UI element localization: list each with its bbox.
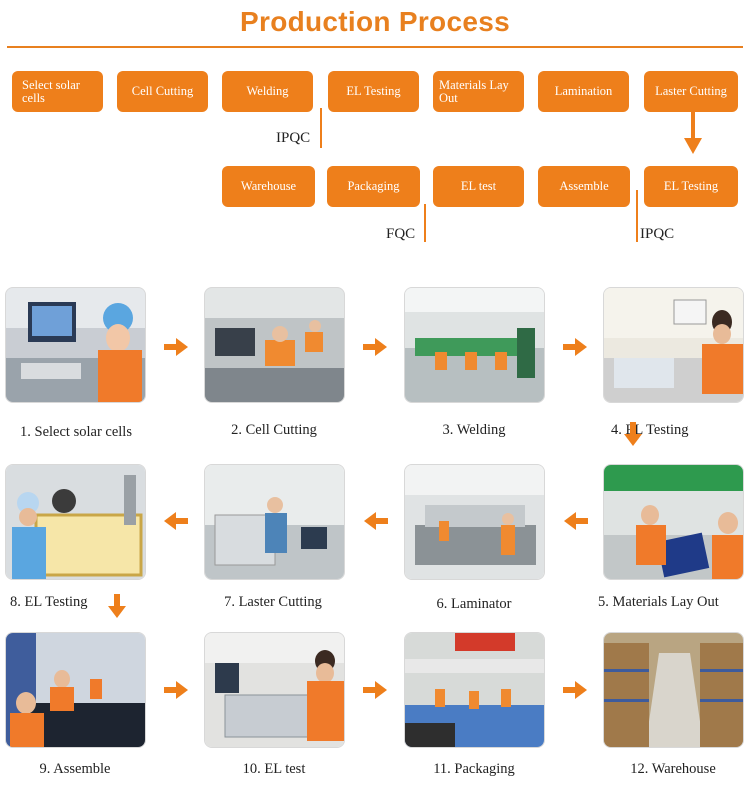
photo-step-1 — [5, 287, 146, 403]
flow-step-packaging: Packaging — [327, 166, 420, 207]
flow-step-el-testing: EL Testing — [328, 71, 419, 112]
caption-step-10: 10. EL test — [242, 761, 306, 777]
checkpoint-fqc: FQC — [386, 226, 416, 242]
ipqc-connector-line-2 — [636, 190, 638, 242]
flow-step-assemble: Assemble — [538, 166, 630, 207]
caption-step-6: 6. Laminator — [436, 596, 512, 612]
down-arrow-icon — [683, 112, 703, 156]
caption-step-9: 9. Assemble — [39, 761, 111, 777]
flow-step-el-testing-2: EL Testing — [644, 166, 738, 207]
right-arrow-icon — [363, 681, 387, 699]
photo-step-11 — [404, 632, 545, 748]
photo-step-4 — [603, 287, 744, 403]
photo-step-12 — [603, 632, 744, 748]
photo-step-8 — [5, 464, 146, 580]
right-arrow-icon — [563, 338, 587, 356]
flow-step-materials-lay-out: Materials Lay Out — [433, 71, 524, 112]
ipqc-connector-line — [320, 108, 322, 148]
caption-step-1: 1. Select solar cells — [20, 424, 132, 440]
photo-step-3 — [404, 287, 545, 403]
photo-step-2 — [204, 287, 345, 403]
caption-step-12: 12. Warehouse — [630, 761, 716, 777]
flow-step-laster-cutting: Laster Cutting — [644, 71, 738, 112]
right-arrow-icon — [563, 681, 587, 699]
photo-step-7 — [204, 464, 345, 580]
photo-step-10 — [204, 632, 345, 748]
down-arrow-icon — [624, 422, 642, 446]
right-arrow-icon — [363, 338, 387, 356]
caption-step-2: 2. Cell Cutting — [231, 422, 317, 438]
left-arrow-icon — [364, 512, 388, 530]
flow-step-el-test: EL test — [433, 166, 524, 207]
flow-step-cell-cutting: Cell Cutting — [117, 71, 208, 112]
photo-step-9 — [5, 632, 146, 748]
fqc-connector-line — [424, 204, 426, 242]
down-arrow-icon — [108, 594, 126, 618]
flow-step-select-solar-cells: Select solar cells — [12, 71, 103, 112]
checkpoint-ipqc-1: IPQC — [276, 130, 311, 146]
right-arrow-icon — [164, 338, 188, 356]
caption-step-5: 5. Materials Lay Out — [598, 594, 719, 610]
title-underline — [7, 46, 743, 48]
photo-step-6 — [404, 464, 545, 580]
page-title: Production Process — [240, 6, 510, 37]
photo-step-5 — [603, 464, 744, 580]
right-arrow-icon — [164, 681, 188, 699]
flow-step-welding: Welding — [222, 71, 313, 112]
caption-step-11: 11. Packaging — [433, 761, 515, 777]
caption-step-7: 7. Laster Cutting — [224, 594, 322, 610]
caption-step-3: 3. Welding — [442, 422, 506, 438]
left-arrow-icon — [564, 512, 588, 530]
caption-step-8: 8. EL Testing — [10, 594, 88, 610]
flow-step-lamination: Lamination — [538, 71, 629, 112]
left-arrow-icon — [164, 512, 188, 530]
checkpoint-ipqc-2: IPQC — [640, 226, 675, 242]
flow-step-warehouse: Warehouse — [222, 166, 315, 207]
